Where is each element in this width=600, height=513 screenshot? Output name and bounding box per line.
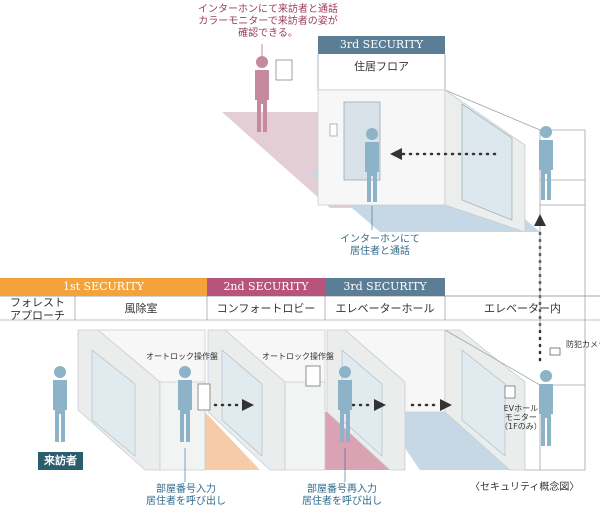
step2-line-1: 部屋番号再入力 xyxy=(307,484,377,495)
elevator-up-arrow xyxy=(534,214,546,362)
ev-monitor-line-2: モニター xyxy=(504,413,537,422)
step1-line-2: 居住者を呼び出し xyxy=(146,496,226,507)
arrow-lobby xyxy=(213,399,254,411)
elevator-figure xyxy=(539,370,553,446)
top-note-line-1: インターホンにて来訪者と通話 xyxy=(198,4,338,15)
vestibule-figure xyxy=(178,366,192,442)
top-security-band: 3rd SECURITY xyxy=(318,36,445,54)
band-3rd-security: 3rd SECURITY xyxy=(325,278,445,296)
zone-comfort-lobby: コンフォートロビー xyxy=(216,302,316,315)
band-1st-security: 1st SECURITY xyxy=(0,278,207,296)
band-2nd-security: 2nd SECURITY xyxy=(207,278,325,296)
step2-line-2: 居住者を呼び出し xyxy=(302,496,382,507)
top-note-line-3: 確認できる。 xyxy=(238,28,298,39)
intercom-note-line-2: 居住者と通話 xyxy=(350,246,410,257)
autolock-label-2: オートロック操作盤 xyxy=(262,352,334,361)
visitor-figure xyxy=(53,366,67,442)
top-arrow xyxy=(390,148,497,160)
resident-hallway-figure xyxy=(365,128,379,202)
diagram-caption: 〈セキュリティ概念図〉 xyxy=(470,482,580,493)
top-floor-label: 住居フロア xyxy=(354,60,409,73)
arrow-ev-hall xyxy=(344,399,386,411)
zone-elevator-hall: エレベーターホール xyxy=(335,302,435,315)
visitor-badge: 来訪者 xyxy=(38,452,83,470)
top-glass-door xyxy=(461,103,513,221)
lobby-figure xyxy=(338,366,352,442)
zone-vestibule: 風除室 xyxy=(124,302,158,315)
corridor-glass-doors xyxy=(91,349,506,457)
resident-top-elevator-figure xyxy=(539,126,553,200)
camera-label: 防犯カメラ xyxy=(566,340,600,349)
top-note-line-2: カラーモニターで来訪者の姿が xyxy=(198,16,338,27)
intercom-note: インターホンにて 居住者と通話 xyxy=(340,234,420,258)
autolock-panel-1 xyxy=(197,383,211,411)
zone-forest-approach-line-1: フォレスト xyxy=(10,296,65,309)
room-monitor-panel xyxy=(275,59,293,81)
floor-blue xyxy=(380,412,520,470)
security-camera-icon xyxy=(549,347,561,356)
autolock-panel-2 xyxy=(305,365,321,387)
autolock-label-1: オートロック操作盤 xyxy=(146,352,218,361)
zone-elevator-inside: エレベーター内 xyxy=(484,302,561,315)
ev-monitor-line-3: （1Fのみ） xyxy=(500,422,542,431)
visitor-at-monitor-figure xyxy=(255,56,269,132)
zone-forest-approach: フォレストアプローチ xyxy=(0,296,75,322)
step2-note: 部屋番号再入力 居住者を呼び出し xyxy=(302,484,382,508)
intercom-note-line-1: インターホンにて xyxy=(340,234,420,245)
top-note: インターホンにて来訪者と通話 カラーモニターで来訪者の姿が 確認できる。 xyxy=(198,4,338,40)
step1-note: 部屋番号入力 居住者を呼び出し xyxy=(146,484,226,508)
top-back-wall xyxy=(317,89,446,206)
zone-forest-approach-line-2: アプローチ xyxy=(10,309,65,322)
arrow-elevator xyxy=(410,399,452,411)
ev-monitor-line-1: EVホール xyxy=(503,404,539,413)
door-intercom xyxy=(329,123,338,137)
ev-monitor-label: EVホール モニター （1Fのみ） xyxy=(500,404,542,431)
step1-line-1: 部屋番号入力 xyxy=(156,484,216,495)
ev-monitor-panel xyxy=(504,385,516,399)
pointer-lines xyxy=(184,448,346,482)
